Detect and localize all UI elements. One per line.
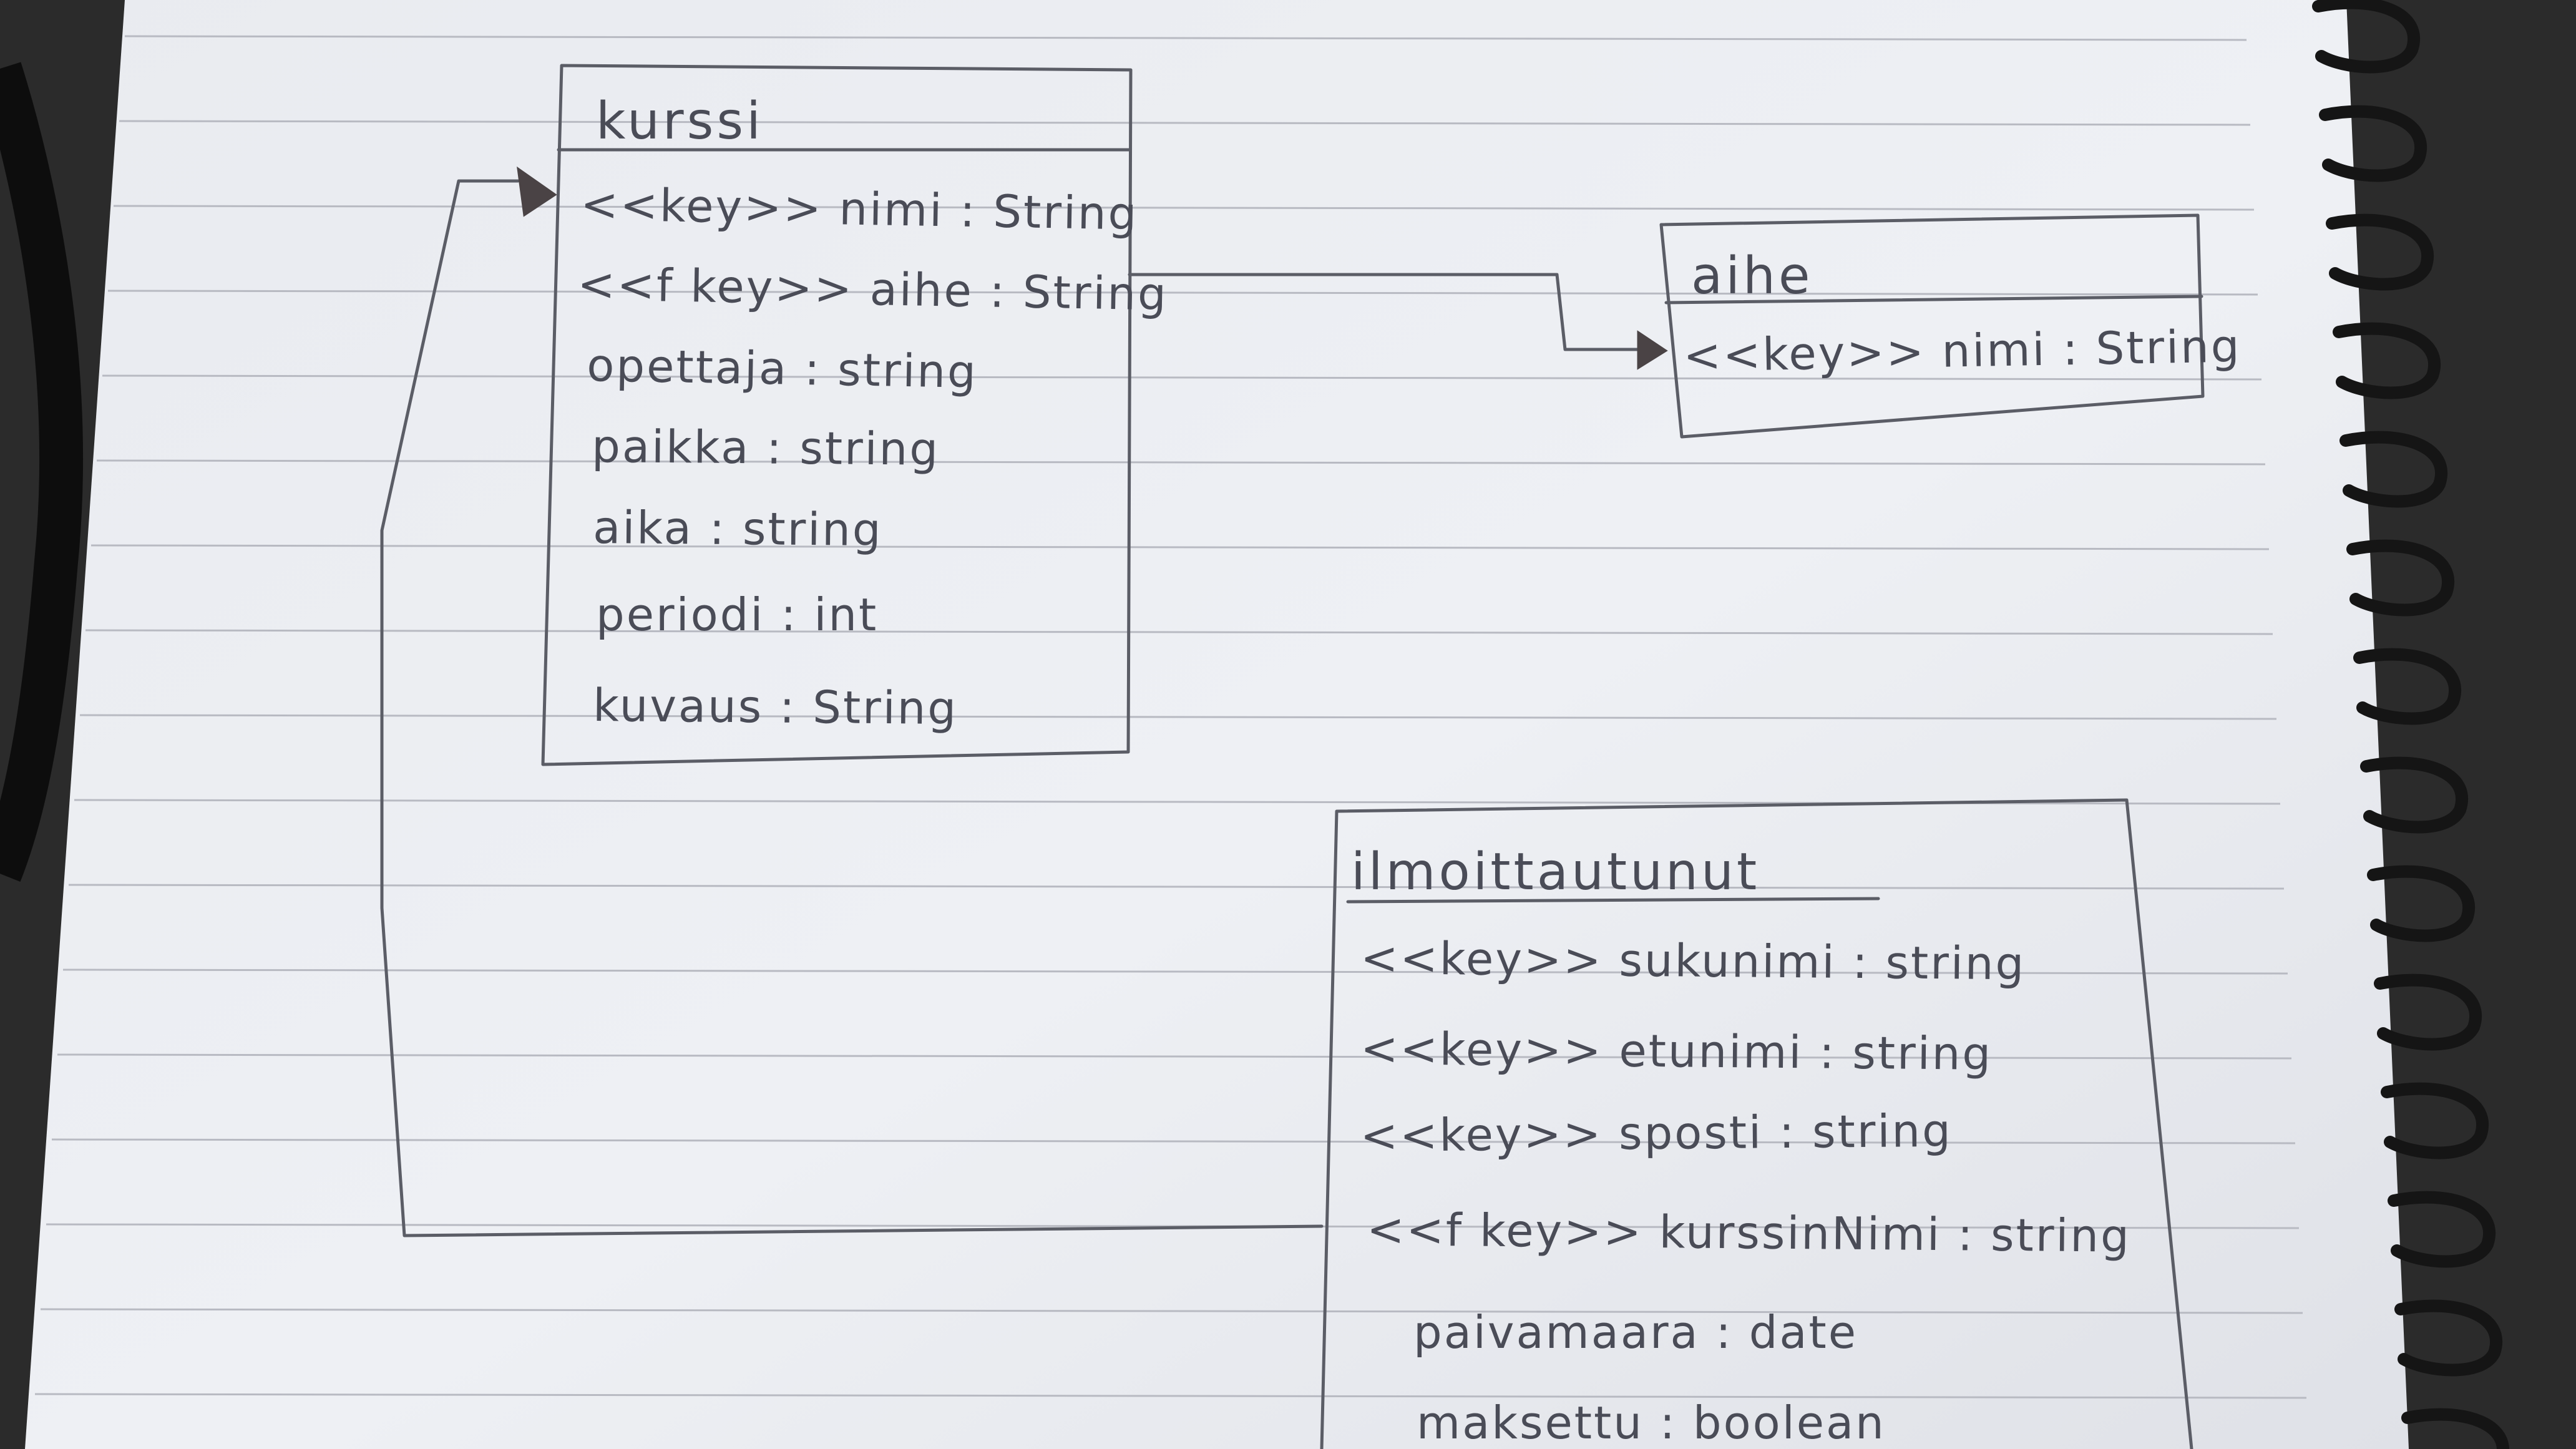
entity-kurssi: kurssi <<key>> nimi : String <<f key>> a… — [541, 64, 1169, 766]
relation-line-aihe — [1128, 273, 1640, 351]
spiral-coil — [2374, 973, 2482, 1051]
ruled-line — [113, 205, 2255, 211]
ilmoittautunut-attr-paivamaara: paivamaara : date — [1413, 1306, 1858, 1359]
spiral-coil — [2353, 648, 2461, 725]
cable — [0, 62, 83, 882]
ilmoittautunut-box — [1320, 798, 2193, 1449]
ruled-line — [57, 1053, 2292, 1060]
ruled-line — [51, 1138, 2296, 1144]
kurssi-title: kurssi — [596, 92, 764, 151]
ilmoittautunut-attr-etunimi: <<key>> etunimi : string — [1360, 1022, 1993, 1080]
notebook-page — [25, 0, 2409, 1449]
spiral-coil — [2360, 756, 2468, 834]
ruled-line — [107, 290, 2258, 296]
kurssi-attr-periodi: periodi : int — [596, 588, 878, 641]
kurssi-attr-aika: aika : string — [593, 501, 883, 556]
spiral-coil — [2346, 539, 2454, 617]
spiral-coil — [2339, 431, 2447, 508]
kurssi-attr-kuvaus: kuvaus : String — [593, 679, 959, 734]
aihe-title: aihe — [1691, 246, 1813, 306]
spiral-coil — [2326, 213, 2434, 291]
aihe-title-divider — [1664, 295, 2203, 305]
spiral-binding — [2312, 0, 2509, 1449]
arrowhead-to-kurssi — [517, 166, 557, 217]
spiral-coil — [2394, 1299, 2502, 1377]
entity-ilmoittautunut: ilmoittautunut <<key>> sukunimi : string… — [1320, 798, 2193, 1449]
ruled-line — [34, 1393, 2307, 1399]
ruled-lines — [34, 35, 2307, 1399]
ilmoittautunut-attr-kurssinnimi: <<f key>> kurssinNimi : string — [1367, 1203, 2131, 1262]
kurssi-attr-opettaja: opettaja : string — [587, 339, 978, 398]
ruled-line — [96, 459, 2266, 466]
kurssi-attr-paikka: paikka : string — [592, 420, 940, 476]
spiral-coil — [2312, 0, 2420, 74]
ruled-line — [85, 629, 2273, 635]
ilmoittautunut-attr-sposti: <<key>> sposti : string — [1360, 1105, 1953, 1162]
ruled-line — [68, 884, 2285, 890]
ilmoittautunut-attr-maksettu: maksettu : boolean — [1417, 1397, 1886, 1449]
spiral-coil — [2319, 105, 2427, 182]
ruled-line — [40, 1308, 2303, 1314]
relation-line-kurssi — [380, 179, 1324, 1237]
ruled-line — [124, 35, 2247, 41]
entity-aihe: aihe <<key>> nimi : String — [1659, 213, 2242, 439]
ruled-line — [119, 120, 2251, 126]
ruled-line — [90, 544, 2270, 550]
relation-kurssi-aihe — [1128, 273, 1668, 370]
spiral-coil — [2381, 1082, 2489, 1159]
ilmoittautunut-title: ilmoittautunut — [1351, 842, 1760, 902]
kurssi-attr-aihe: <<f key>> aihe : String — [577, 258, 1169, 321]
spiral-coil — [2388, 1191, 2496, 1268]
spiral-coil — [2333, 322, 2441, 399]
ruled-line — [102, 374, 2262, 381]
ilmoittautunut-attr-sukunimi: <<key>> sukunimi : string — [1360, 932, 2026, 990]
spiral-coil — [2401, 1408, 2509, 1449]
arrowhead-to-aihe — [1637, 330, 1668, 370]
ruled-line — [62, 968, 2288, 975]
spiral-coil — [2367, 865, 2475, 942]
ilmoittautunut-title-underline — [1346, 897, 1880, 904]
aihe-box — [1659, 213, 2205, 439]
relation-ilmoittautunut-kurssi — [380, 166, 1324, 1237]
ruled-line — [79, 714, 2277, 720]
kurssi-attr-nimi: <<key>> nimi : String — [580, 178, 1139, 240]
aihe-attr-nimi: <<key>> nimi : String — [1683, 320, 2242, 382]
kurssi-box — [541, 64, 1133, 766]
